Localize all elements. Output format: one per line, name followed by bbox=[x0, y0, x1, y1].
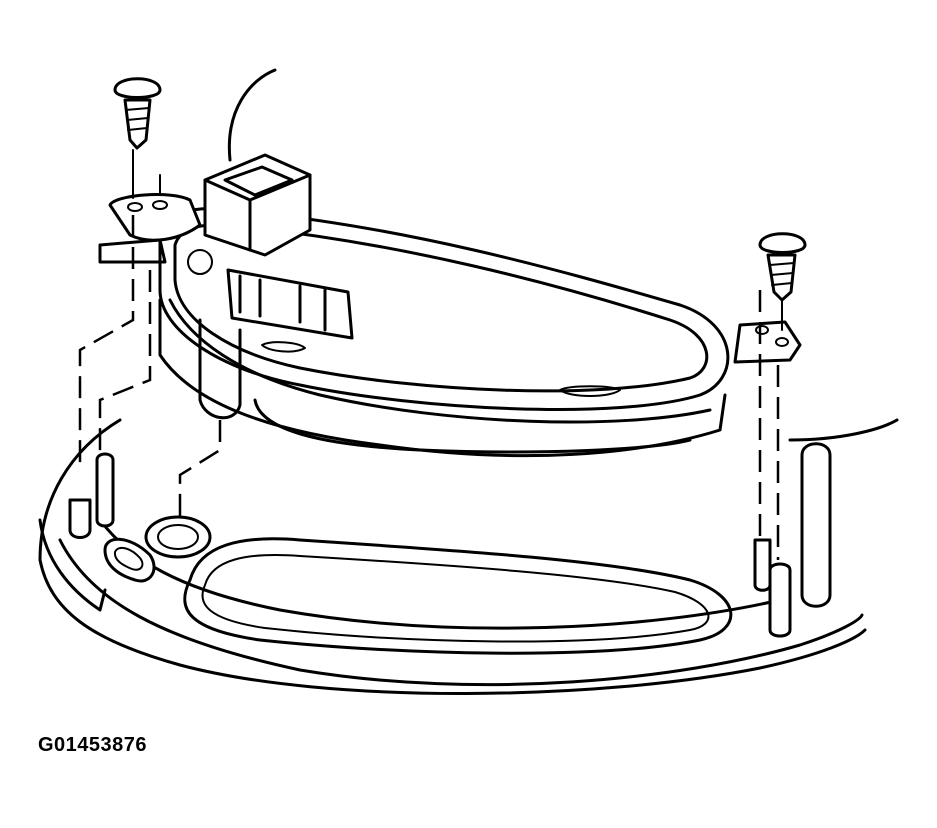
wire-slot bbox=[103, 537, 156, 583]
right-mount-ear bbox=[733, 320, 802, 364]
alignment-guides bbox=[78, 149, 783, 560]
grommet bbox=[144, 515, 212, 559]
right-screw-icon bbox=[758, 232, 807, 302]
locating-pins bbox=[68, 442, 832, 638]
recess-oval bbox=[183, 537, 733, 655]
bracket-rail bbox=[158, 207, 730, 458]
left-screw-icon bbox=[113, 77, 162, 150]
relay-module bbox=[187, 153, 354, 420]
figure-id-label: G01453876 bbox=[38, 734, 148, 756]
